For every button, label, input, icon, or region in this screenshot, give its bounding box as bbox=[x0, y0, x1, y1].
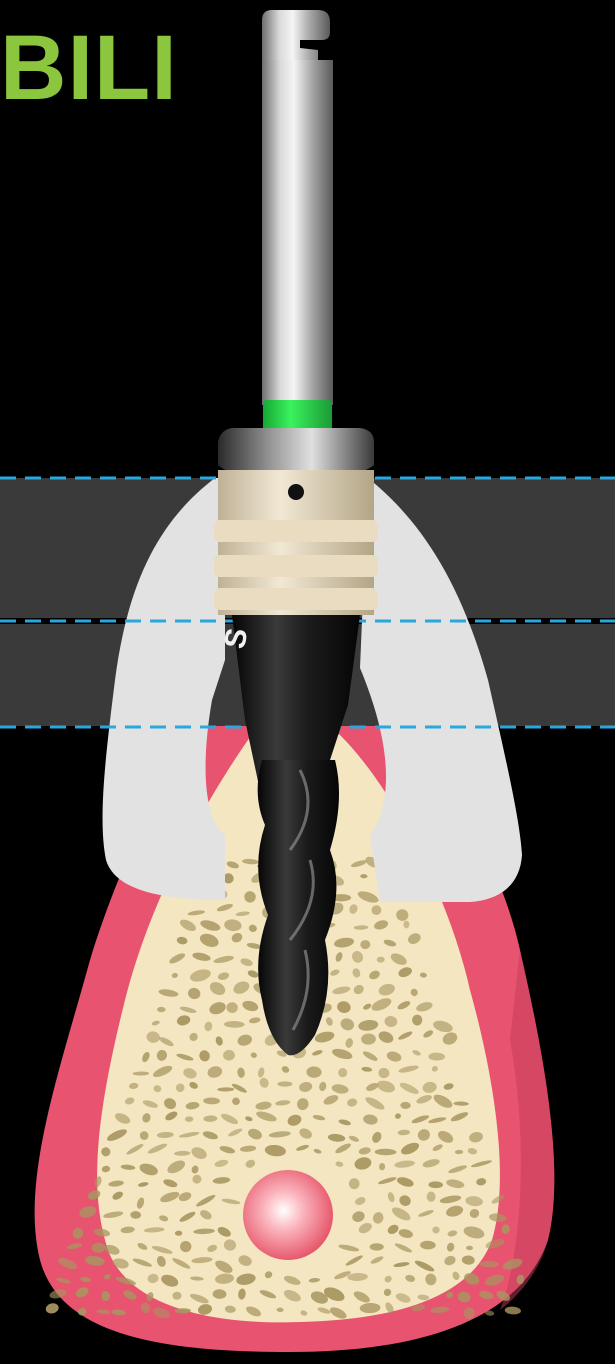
trabecula-blob bbox=[372, 905, 382, 915]
drill-shaft bbox=[262, 60, 333, 405]
trabecula-blob bbox=[504, 1306, 521, 1315]
trabecula-blob bbox=[480, 1261, 499, 1267]
trabecula-blob bbox=[175, 1231, 182, 1236]
trabecula-blob bbox=[277, 1081, 292, 1086]
trabecula-blob bbox=[223, 1050, 235, 1061]
trabecula-blob bbox=[427, 1192, 436, 1202]
trabecula-blob bbox=[370, 1243, 384, 1250]
nerve-canal-icon bbox=[243, 1170, 333, 1260]
sleeve-rib-1 bbox=[214, 520, 378, 542]
sleeve-rib-2 bbox=[214, 555, 378, 577]
trabecula-blob bbox=[45, 1302, 60, 1315]
sleeve-hole bbox=[288, 484, 304, 500]
sleeve-rib-3 bbox=[214, 588, 378, 610]
